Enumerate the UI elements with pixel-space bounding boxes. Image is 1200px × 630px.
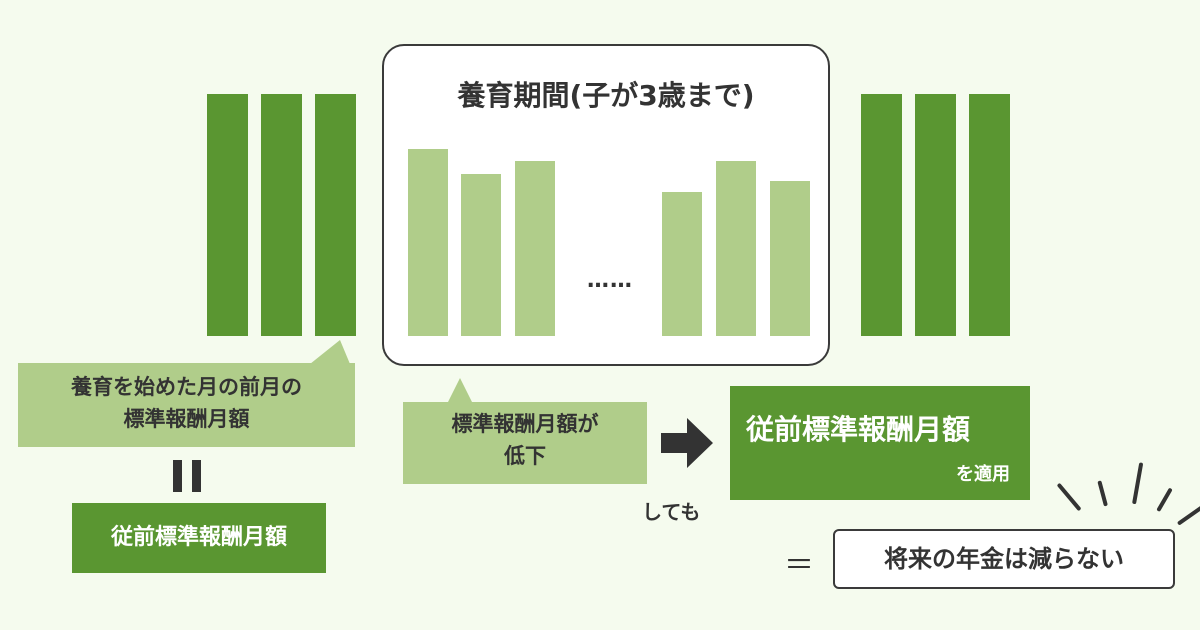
- conclusion-text: 将来の年金は減らない: [884, 545, 1124, 573]
- left-result-box: 従前標準報酬月額: [72, 503, 326, 573]
- period-bar-4: [662, 192, 702, 336]
- period-bar-5: [716, 161, 756, 336]
- right-bar-1: [861, 94, 902, 336]
- left-bar-1: [207, 94, 248, 336]
- left-result-text: 従前標準報酬月額: [110, 525, 287, 550]
- left-callout-pointer: [310, 340, 350, 364]
- emphasis-ray-1: [1056, 482, 1082, 512]
- left-callout-line1: 養育を始めた月の前月の: [71, 375, 302, 399]
- emphasis-ray-5: [1176, 502, 1200, 526]
- equals-sign: ＝: [784, 548, 814, 583]
- middle-callout-line1: 標準報酬月額が: [451, 412, 599, 436]
- emphasis-ray-4: [1156, 487, 1173, 512]
- right-result-title: 従前標準報酬月額: [746, 413, 971, 446]
- middle-callout-pointer: [448, 378, 472, 402]
- period-bar-6: [770, 181, 810, 336]
- right-result-subtitle: を適用: [956, 464, 1010, 485]
- period-bar-1: [408, 149, 448, 336]
- equal-bar-left: [173, 460, 182, 492]
- period-title: 養育期間(子が3歳まで): [457, 79, 755, 112]
- right-bar-3: [969, 94, 1010, 336]
- right-arrow-icon: [661, 418, 713, 468]
- emphasis-ray-2: [1097, 480, 1108, 507]
- connector-text: しても: [642, 500, 701, 524]
- left-callout: 養育を始めた月の前月の 標準報酬月額: [18, 363, 355, 447]
- middle-callout-line2: 低下: [504, 444, 546, 468]
- emphasis-ray-3: [1132, 462, 1144, 505]
- left-callout-line2: 標準報酬月額: [123, 407, 250, 431]
- middle-callout: 標準報酬月額が 低下: [403, 402, 647, 484]
- ellipsis: ……: [587, 268, 633, 293]
- period-bar-3: [515, 161, 555, 336]
- right-bar-2: [915, 94, 956, 336]
- equal-bar-right: [192, 460, 201, 492]
- right-result-box: 従前標準報酬月額 を適用: [730, 386, 1030, 500]
- left-bar-3: [315, 94, 356, 336]
- period-bar-2: [461, 174, 501, 336]
- conclusion-box: 将来の年金は減らない: [833, 529, 1175, 589]
- left-bar-2: [261, 94, 302, 336]
